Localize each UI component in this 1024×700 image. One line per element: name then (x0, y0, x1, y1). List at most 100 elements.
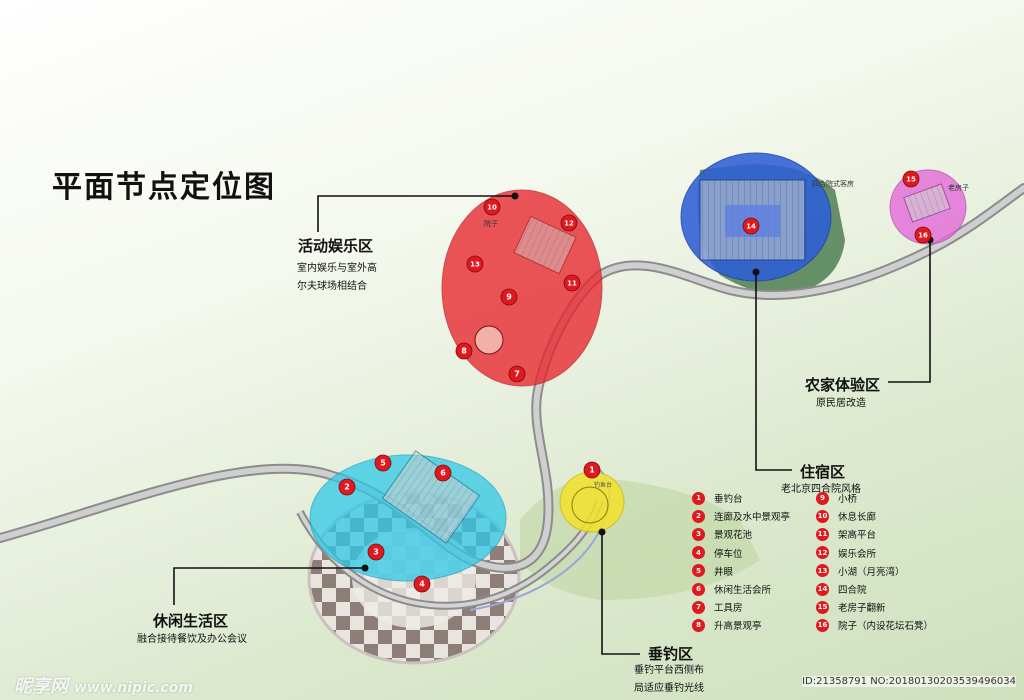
zone-title-lodging: 住宿区 (800, 463, 846, 481)
marker-label: 4 (419, 580, 425, 589)
legend-label: 娱乐会所 (838, 548, 877, 560)
zone-desc-line: 原民居改造 (816, 398, 866, 409)
zone-desc-activity: 室内娱乐与室外高 尔夫球场相结合 (297, 260, 377, 296)
map-label-siheyuan: 四合院式客房 (812, 179, 854, 188)
legend-label: 四合院 (838, 585, 867, 597)
marker-3: 3 (367, 543, 385, 561)
zone-title-activity: 活动娱乐区 (298, 237, 374, 255)
legend-label: 小湖（月亮湾） (838, 566, 905, 578)
zone-title-leisure: 休闲生活区 (153, 612, 229, 630)
marker-label: 6 (440, 469, 446, 478)
marker-label: 12 (564, 220, 574, 228)
marker-circle (902, 170, 920, 188)
zone-desc-line: 室内娱乐与室外高 (297, 263, 377, 274)
marker-label: 1 (589, 466, 595, 475)
leader-fishing (601, 532, 640, 655)
marker-1: 1 (583, 461, 601, 479)
marker-circle (338, 478, 356, 496)
zone-desc-line: 尔夫球场相结合 (297, 281, 367, 292)
leader-dot-leisure (361, 564, 369, 572)
legend-label: 工具房 (714, 603, 743, 615)
legend-item: 6 休闲生活会所 (692, 580, 842, 598)
marker-10: 10 (483, 198, 501, 216)
legend-label: 垂钓台 (714, 494, 743, 506)
legend-item: 1 垂钓台 (692, 489, 842, 507)
page-title: 平面节点定位图 (52, 170, 276, 205)
zone-desc-line: 老北京四合院风格 (781, 484, 861, 495)
marker-16: 16 (914, 226, 932, 244)
legend-number-badge: 13 (816, 564, 829, 578)
legend-number-badge: 8 (692, 618, 705, 632)
marker-label: 10 (487, 204, 497, 212)
pavilion (474, 325, 504, 355)
legend-number-badge: 16 (816, 618, 829, 632)
marker-label: 8 (461, 347, 467, 356)
marker-2: 2 (338, 478, 356, 496)
marker-label: 13 (470, 261, 480, 269)
marker-6: 6 (434, 464, 452, 482)
legend-label: 停车位 (714, 548, 743, 560)
map-label-laofangzi: 老房子 (948, 183, 969, 192)
map-label-tingzi: 院子 (484, 219, 498, 228)
watermark-brand: 昵享网 www.nipic.com (14, 672, 193, 698)
marker-label: 2 (344, 483, 350, 492)
marker-7: 7 (508, 365, 526, 383)
legend-number-badge: 5 (692, 564, 705, 578)
activity-clubhouse (513, 215, 577, 275)
legend-number-badge: 2 (692, 509, 705, 523)
leader-leisure (173, 567, 365, 605)
legend-number-badge: 7 (692, 600, 705, 614)
watermark-brand-name: 昵享网 (14, 676, 68, 697)
legend-number-badge: 1 (692, 491, 705, 505)
legend-item: 3 景观花池 (692, 525, 842, 543)
watermark-id: ID:21358791 NO:20180130203539496034 (802, 676, 1016, 687)
legend-label: 景观花池 (714, 530, 753, 542)
marker-circle (466, 255, 484, 273)
marker-label: 11 (567, 280, 577, 288)
leader-lodging (755, 272, 792, 471)
leader-activity (317, 195, 515, 232)
legend-label: 架高平台 (838, 530, 877, 542)
marker-circle (413, 575, 431, 593)
legend-item: 7 工具房 (692, 598, 842, 616)
marker-11: 11 (563, 274, 581, 292)
legend-label: 休闲生活会所 (714, 585, 772, 597)
marker-13: 13 (466, 255, 484, 273)
legend-number-badge: 12 (816, 546, 829, 560)
marker-5: 5 (374, 454, 392, 472)
legend-number-badge: 3 (692, 527, 705, 541)
legend-item: 2 连廊及水中景观亭 (692, 507, 842, 525)
watermark-url: www.nipic.com (74, 680, 193, 696)
marker-14: 14 (742, 217, 760, 235)
marker-15: 15 (902, 170, 920, 188)
marker-circle (914, 226, 932, 244)
legend-number-badge: 6 (692, 582, 705, 596)
legend-label: 连廊及水中景观亭 (714, 512, 791, 524)
zone-title-farm: 农家体验区 (805, 376, 881, 394)
legend-label: 老房子翻新 (838, 603, 886, 615)
marker-circle (560, 214, 578, 232)
marker-circle (742, 217, 760, 235)
marker-label: 16 (918, 232, 928, 240)
marker-label: 14 (746, 223, 756, 231)
marker-label: 3 (373, 548, 379, 557)
zone-desc-fishing: 垂钓平台西侧布 局适应垂钓光线 (634, 662, 704, 698)
marker-12: 12 (560, 214, 578, 232)
marker-label: 9 (506, 293, 512, 302)
zone-desc-farm: 原民居改造 (816, 395, 866, 413)
legend-item: 12 娱乐会所 (816, 544, 966, 562)
zone-desc-line: 垂钓平台西侧布 (634, 665, 704, 676)
marker-circle (483, 198, 501, 216)
leader-dot-activity (511, 192, 519, 200)
leader-dot-fishing (598, 528, 606, 536)
zone-desc-leisure: 融合接待餐饮及办公会议 (137, 631, 247, 649)
